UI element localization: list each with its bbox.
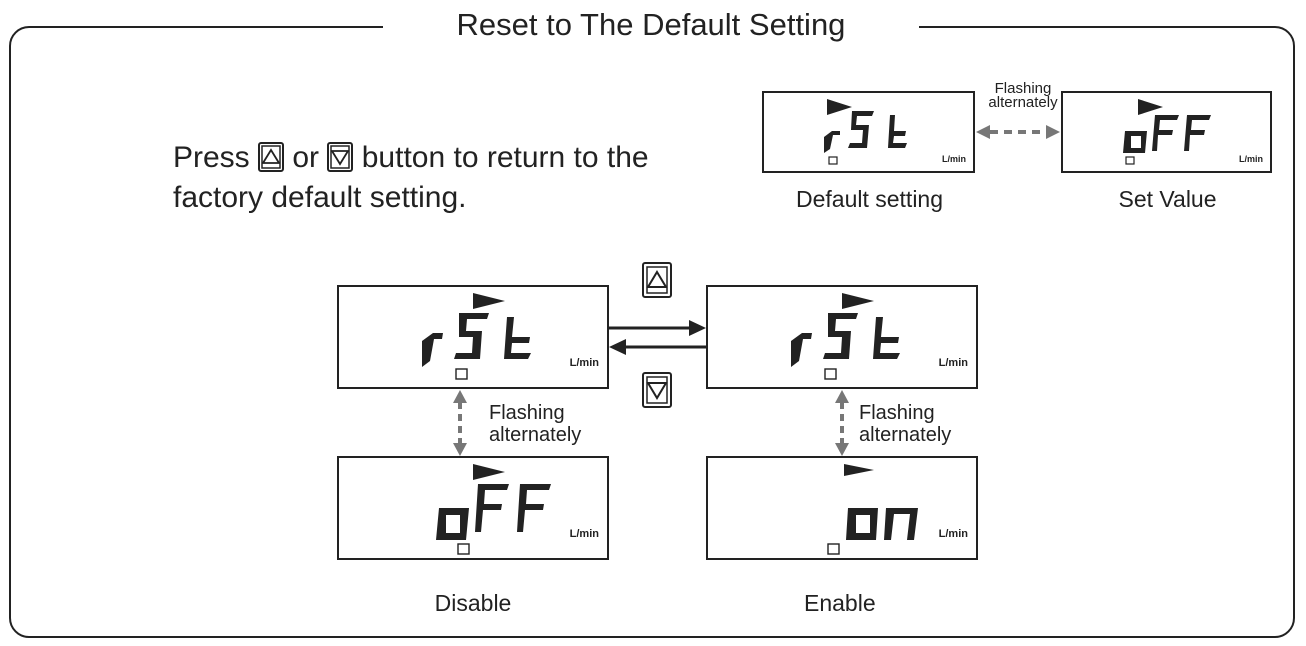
lcd-enable: L/min [706,456,978,560]
flashing-line1: Flashing [994,80,1052,97]
unit-label: L/min [569,357,599,369]
segment-display-default-setting [824,99,907,165]
lcd-disable: L/min [337,456,609,560]
segment-display-disable [436,464,551,555]
flashing-line1: Flashing [489,402,565,424]
instruction-line2: factory default setting. [173,181,467,214]
flashing-label-left: Flashing alternately [489,402,581,446]
segment-display-enable [827,464,918,555]
up-button-icon [258,142,285,172]
segment-display-reset-left [422,293,531,380]
flashing-line2: alternately [988,94,1058,111]
diagram-title: Reset to The Default Setting [456,7,846,42]
down-button-icon [327,142,354,172]
instruction-or: or [292,141,320,174]
unit-label: L/min [1239,154,1263,164]
double-arrow-vertical-icon [835,390,849,456]
double-arrow-horizontal-icon [976,125,1060,139]
flashing-label-right: Flashing alternately [859,402,951,446]
title-container: Reset to The Default Setting [383,0,919,50]
caption-enable: Enable [804,590,876,616]
unit-label: L/min [938,357,968,369]
lcd-reset-right: L/min [706,285,978,389]
caption-disable: Disable [434,590,512,616]
segment-display-reset-right [791,293,900,380]
lcd-reset-left: L/min [337,285,609,389]
left-arrow-icon [609,339,706,355]
flashing-line2: alternately [489,424,582,446]
flashing-line2: alternately [859,424,952,446]
caption-default-setting: Default setting [795,186,944,212]
unit-label: L/min [938,528,968,540]
flashing-label-top: Flashing alternately [983,80,1063,111]
flashing-line1: Flashing [859,402,935,424]
double-arrow-vertical-icon [453,390,467,456]
down-button-icon [642,372,672,408]
right-arrow-icon [609,320,706,336]
instruction-text: Press or button to return to the factory… [173,138,649,218]
unit-label: L/min [942,154,966,164]
unit-label: L/min [569,528,599,540]
up-button-icon [642,262,672,298]
caption-set-value: Set Value [1118,186,1217,212]
lcd-default-setting: L/min [762,91,975,173]
instruction-line1-end: button to return to the [361,141,649,174]
lcd-set-value: L/min [1061,91,1272,173]
instruction-press: Press [173,141,250,174]
segment-display-set-value [1123,99,1211,165]
